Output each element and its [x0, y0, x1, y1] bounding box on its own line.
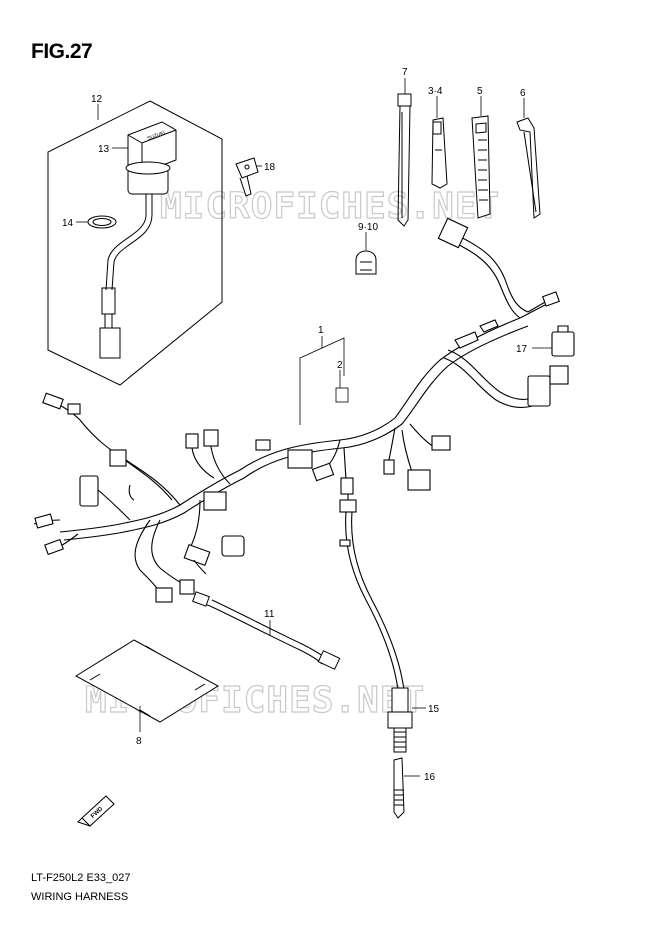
callout-18: 18 [264, 162, 276, 173]
callout-13: 13 [98, 144, 110, 155]
callout-8: 8 [136, 736, 142, 747]
callout-5: 5 [477, 86, 483, 97]
forward-direction-arrow [77, 795, 115, 827]
callout-labels: 1 2 3·4 5 6 7 8 9·10 11 12 13 14 15 16 1… [62, 67, 528, 783]
leader-lines [76, 78, 552, 777]
svg-text:SUZUKI: SUZUKI [147, 130, 166, 142]
sensor-part-15 [387, 687, 413, 753]
callout-9-10: 9·10 [358, 222, 378, 233]
callout-17: 17 [516, 344, 528, 355]
callout-12: 12 [91, 94, 103, 105]
mat-part-8 [75, 639, 219, 723]
cable-tie-part-6 [516, 117, 541, 219]
diagram-code: LT-F250L2 E33_027 [31, 872, 131, 884]
ignition-key-part [235, 157, 259, 197]
callout-14: 14 [62, 218, 74, 229]
figure-title: FIG.27 [31, 40, 93, 63]
callout-6: 6 [520, 88, 526, 99]
lead-wire-part-11 [192, 591, 341, 670]
ignition-switch-assy-box: SUZUKI [47, 100, 223, 386]
diagram-name: WIRING HARNESS [31, 891, 129, 903]
watermark-top: MICROFICHES.NET [160, 186, 500, 227]
callout-11: 11 [264, 609, 275, 620]
callout-16: 16 [424, 772, 436, 783]
callout-7: 7 [402, 67, 408, 78]
main-wiring-harness [33, 217, 575, 691]
callout-1: 1 [318, 325, 324, 336]
callout-2: 2 [337, 360, 343, 371]
clamp-part-3-4 [431, 117, 448, 189]
cable-tie-long-part [397, 93, 412, 227]
callout-3-4: 3·4 [428, 86, 443, 97]
band-part-5 [471, 115, 491, 219]
boot-part-16 [393, 757, 405, 819]
callout-15: 15 [428, 704, 440, 715]
clamp-part-9-10 [355, 250, 377, 275]
